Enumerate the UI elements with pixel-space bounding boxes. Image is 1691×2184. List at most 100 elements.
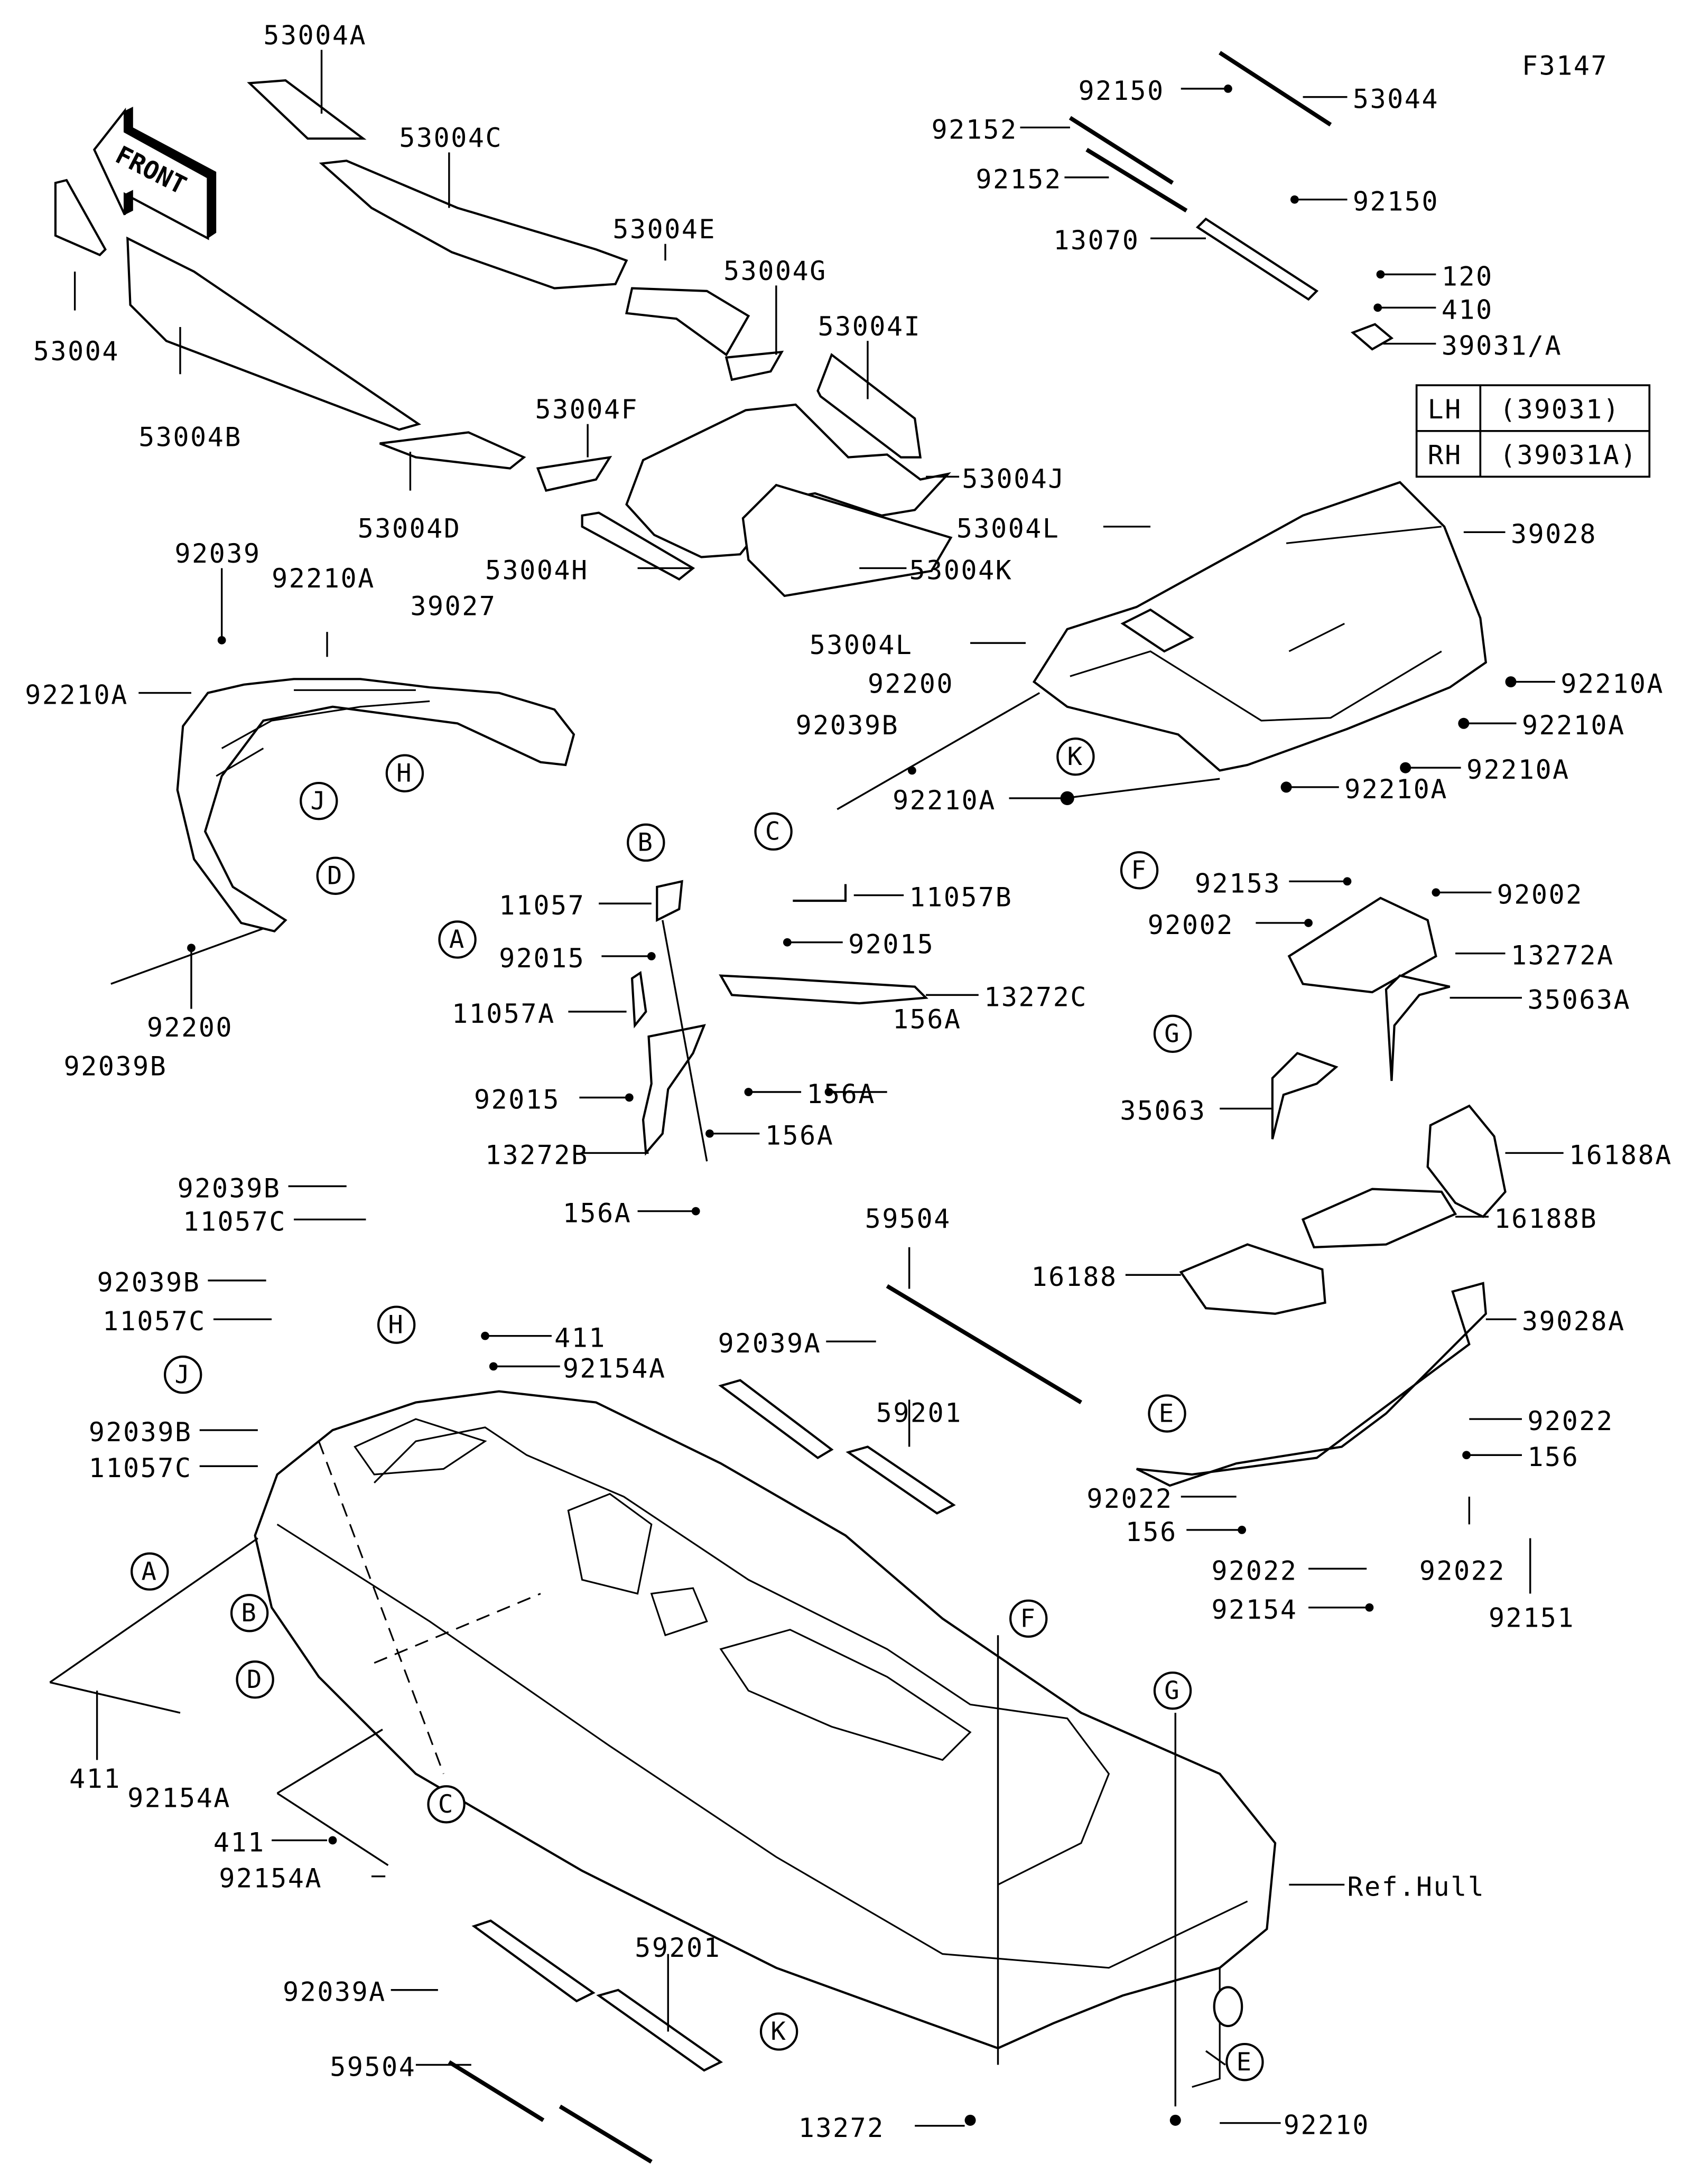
part-label[interactable]: 92002 — [1148, 910, 1234, 940]
part-label[interactable]: 13272A — [1511, 940, 1614, 971]
part-label[interactable]: 156A — [807, 1079, 876, 1109]
part-label[interactable]: 92002 — [1497, 879, 1583, 910]
part-label[interactable]: 92022 — [1211, 1555, 1297, 1586]
part-label[interactable]: 92210A — [1560, 669, 1664, 699]
callout-h-upper[interactable]: H — [385, 754, 424, 792]
callout-d-upper[interactable]: D — [316, 856, 355, 895]
part-label[interactable]: 156A — [563, 1198, 631, 1229]
part-label[interactable]: 92039B — [178, 1173, 281, 1203]
callout-h-lower[interactable]: H — [377, 1305, 416, 1344]
part-label[interactable]: 59504 — [865, 1203, 951, 1234]
part-label[interactable]: 92039 — [174, 538, 261, 569]
part-label[interactable]: 11057 — [499, 890, 585, 921]
part-label[interactable]: 92039B — [97, 1267, 201, 1298]
part-label[interactable]: 53004L — [956, 514, 1060, 544]
part-label[interactable]: 53004I — [818, 311, 922, 342]
part-label[interactable]: 92154A — [563, 1353, 666, 1384]
part-label[interactable]: 410 — [1442, 294, 1493, 325]
part-label[interactable]: 92210A — [272, 563, 375, 594]
part-label[interactable]: 53004L — [810, 630, 913, 660]
part-label[interactable]: 59201 — [635, 1933, 721, 1963]
part-label[interactable]: 92015 — [499, 943, 585, 974]
part-label[interactable]: 92200 — [147, 1012, 233, 1043]
part-label[interactable]: 92152 — [932, 114, 1018, 145]
callout-j-upper[interactable]: J — [300, 781, 338, 820]
callout-k-upper[interactable]: K — [1056, 738, 1095, 776]
part-label[interactable]: 156 — [1126, 1517, 1177, 1547]
part-label[interactable]: 156A — [765, 1121, 834, 1151]
callout-b-upper[interactable]: B — [627, 823, 665, 862]
part-label[interactable]: 92210A — [25, 680, 128, 711]
part-label[interactable]: 53004A — [263, 20, 367, 51]
part-label[interactable]: 92153 — [1195, 868, 1281, 899]
part-label[interactable]: 92150 — [1353, 186, 1439, 217]
part-label[interactable]: 411 — [554, 1323, 606, 1354]
part-label[interactable]: 92022 — [1086, 1483, 1173, 1514]
part-label[interactable]: 59504 — [330, 2051, 416, 2082]
part-label[interactable]: 92154 — [1211, 1594, 1297, 1625]
part-label[interactable]: 92210 — [1284, 2110, 1370, 2141]
part-label[interactable]: 92039A — [283, 1977, 386, 2008]
part-label[interactable]: 53004B — [138, 422, 242, 453]
part-label[interactable]: 39031/A — [1442, 331, 1562, 361]
part-label[interactable]: 92200 — [868, 669, 954, 699]
ref-hull-label[interactable]: Ref.Hull — [1348, 1871, 1485, 1902]
part-label[interactable]: 11057B — [909, 882, 1013, 913]
part-label[interactable]: 53044 — [1353, 84, 1439, 115]
part-label[interactable]: 11057C — [89, 1453, 192, 1483]
part-label[interactable]: 53004F — [535, 394, 638, 425]
part-label[interactable]: 16188B — [1494, 1203, 1598, 1234]
part-label[interactable]: 53004 — [33, 336, 119, 367]
callout-b-lower[interactable]: B — [230, 1594, 269, 1632]
part-label[interactable]: 92039B — [89, 1417, 192, 1448]
callout-c-upper[interactable]: C — [754, 812, 793, 851]
callout-g-lower[interactable]: G — [1153, 1671, 1192, 1710]
callout-a-lower[interactable]: A — [131, 1552, 169, 1591]
part-label[interactable]: 16188 — [1031, 1262, 1117, 1292]
part-label[interactable]: 92151 — [1489, 1603, 1575, 1634]
part-label[interactable]: 53004E — [612, 214, 716, 245]
part-label[interactable]: 13272B — [485, 1140, 589, 1170]
callout-d-lower[interactable]: D — [236, 1660, 274, 1699]
callout-a-upper[interactable]: A — [438, 920, 477, 959]
part-label[interactable]: 53004D — [358, 514, 461, 544]
part-label[interactable]: 92210A — [1522, 710, 1625, 741]
callout-e-lower[interactable]: E — [1225, 2042, 1264, 2082]
part-label[interactable]: 92015 — [848, 929, 934, 960]
part-label[interactable]: 53004C — [399, 123, 503, 153]
part-label[interactable]: 59201 — [876, 1397, 962, 1428]
callout-k-lower[interactable]: K — [759, 2012, 798, 2051]
callout-c-lower[interactable]: C — [427, 1785, 466, 1824]
part-label[interactable]: 411 — [69, 1763, 121, 1794]
part-label[interactable]: 53004K — [909, 555, 1013, 585]
part-label[interactable]: 13272C — [984, 982, 1088, 1012]
part-label[interactable]: 92022 — [1419, 1555, 1506, 1586]
callout-f-upper[interactable]: F — [1120, 851, 1159, 890]
part-label[interactable]: 53004H — [485, 555, 589, 585]
part-label[interactable]: 92039A — [718, 1328, 822, 1359]
callout-f-lower[interactable]: F — [1009, 1599, 1048, 1638]
part-label[interactable]: 11057A — [452, 998, 555, 1029]
part-label[interactable]: 92210A — [1466, 754, 1570, 785]
part-label[interactable]: 156A — [893, 1004, 961, 1034]
part-label[interactable]: 92022 — [1527, 1406, 1613, 1436]
part-label[interactable]: 92210A — [893, 785, 996, 816]
part-label[interactable]: 13070 — [1053, 225, 1139, 256]
part-label[interactable]: 39028A — [1522, 1306, 1625, 1337]
part-label[interactable]: 156 — [1527, 1442, 1579, 1472]
callout-j-lower[interactable]: J — [164, 1355, 202, 1394]
part-label[interactable]: 53004G — [723, 256, 827, 286]
part-label[interactable]: 92015 — [474, 1084, 560, 1115]
part-label[interactable]: 92152 — [976, 164, 1062, 195]
part-label[interactable]: 35063A — [1527, 985, 1631, 1015]
part-label[interactable]: 39028 — [1511, 519, 1597, 549]
part-label[interactable]: 11057C — [103, 1306, 206, 1337]
part-label[interactable]: 11057C — [183, 1206, 286, 1237]
callout-e-upper[interactable]: E — [1148, 1394, 1186, 1433]
part-label[interactable]: 53004J — [962, 463, 1065, 494]
part-label[interactable]: 39027 — [410, 591, 496, 622]
part-label[interactable]: 16188A — [1569, 1140, 1673, 1170]
part-label[interactable]: 92039B — [64, 1051, 168, 1082]
part-label[interactable]: 92039B — [796, 710, 899, 741]
part-label[interactable]: 411 — [213, 1827, 265, 1858]
